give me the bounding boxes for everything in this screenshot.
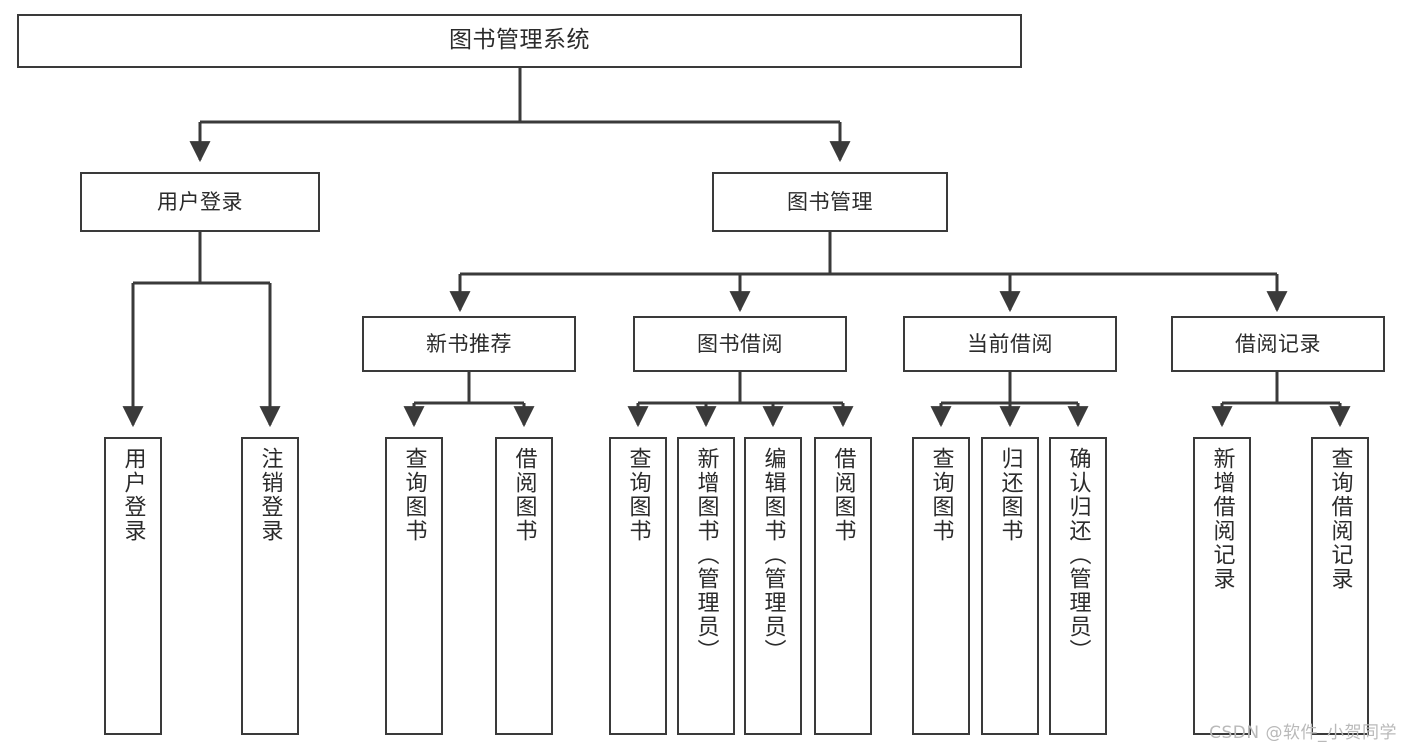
node-leaf-add-record-label: 新增借阅记录 [1209, 447, 1235, 591]
node-book-borrow-label: 图书借阅 [697, 331, 783, 356]
node-new-book-recommend[interactable]: 新书推荐 [362, 316, 576, 372]
node-leaf-edit-book[interactable]: 编辑图书（管理员） [744, 437, 802, 735]
node-leaf-query-book-1-label: 查询图书 [401, 447, 427, 543]
node-new-book-recommend-label: 新书推荐 [426, 331, 512, 356]
node-leaf-add-book-label: 新增图书（管理员） [693, 447, 719, 663]
node-leaf-query-book-3[interactable]: 查询图书 [912, 437, 970, 735]
node-leaf-borrow-book-1[interactable]: 借阅图书 [495, 437, 553, 735]
node-leaf-query-book-2-label: 查询图书 [625, 447, 651, 543]
node-leaf-user-logout-label: 注销登录 [257, 447, 283, 543]
node-root-label: 图书管理系统 [449, 27, 590, 54]
node-user-login[interactable]: 用户登录 [80, 172, 320, 232]
node-leaf-add-book[interactable]: 新增图书（管理员） [677, 437, 735, 735]
node-leaf-return-book-label: 归还图书 [997, 447, 1023, 543]
node-leaf-return-book[interactable]: 归还图书 [981, 437, 1039, 735]
node-leaf-confirm-return[interactable]: 确认归还（管理员） [1049, 437, 1107, 735]
watermark: CSDN @软件_小贺同学 [1209, 723, 1397, 743]
node-borrow-record[interactable]: 借阅记录 [1171, 316, 1385, 372]
node-borrow-record-label: 借阅记录 [1235, 331, 1321, 356]
node-leaf-query-book-1[interactable]: 查询图书 [385, 437, 443, 735]
node-book-manage-label: 图书管理 [787, 189, 873, 214]
node-leaf-query-book-2[interactable]: 查询图书 [609, 437, 667, 735]
node-book-manage[interactable]: 图书管理 [712, 172, 948, 232]
node-leaf-user-login-label: 用户登录 [120, 447, 146, 543]
node-leaf-borrow-book-2-label: 借阅图书 [830, 447, 856, 543]
node-leaf-add-record[interactable]: 新增借阅记录 [1193, 437, 1251, 735]
node-current-borrow[interactable]: 当前借阅 [903, 316, 1117, 372]
node-leaf-user-logout[interactable]: 注销登录 [241, 437, 299, 735]
node-leaf-query-record-label: 查询借阅记录 [1327, 447, 1353, 591]
node-leaf-user-login[interactable]: 用户登录 [104, 437, 162, 735]
node-leaf-query-book-3-label: 查询图书 [928, 447, 954, 543]
node-book-borrow[interactable]: 图书借阅 [633, 316, 847, 372]
node-root[interactable]: 图书管理系统 [17, 14, 1022, 68]
node-current-borrow-label: 当前借阅 [967, 331, 1053, 356]
node-leaf-edit-book-label: 编辑图书（管理员） [760, 447, 786, 663]
node-user-login-label: 用户登录 [157, 189, 243, 214]
node-leaf-borrow-book-2[interactable]: 借阅图书 [814, 437, 872, 735]
node-leaf-confirm-return-label: 确认归还（管理员） [1065, 447, 1091, 663]
node-leaf-borrow-book-1-label: 借阅图书 [511, 447, 537, 543]
node-leaf-query-record[interactable]: 查询借阅记录 [1311, 437, 1369, 735]
